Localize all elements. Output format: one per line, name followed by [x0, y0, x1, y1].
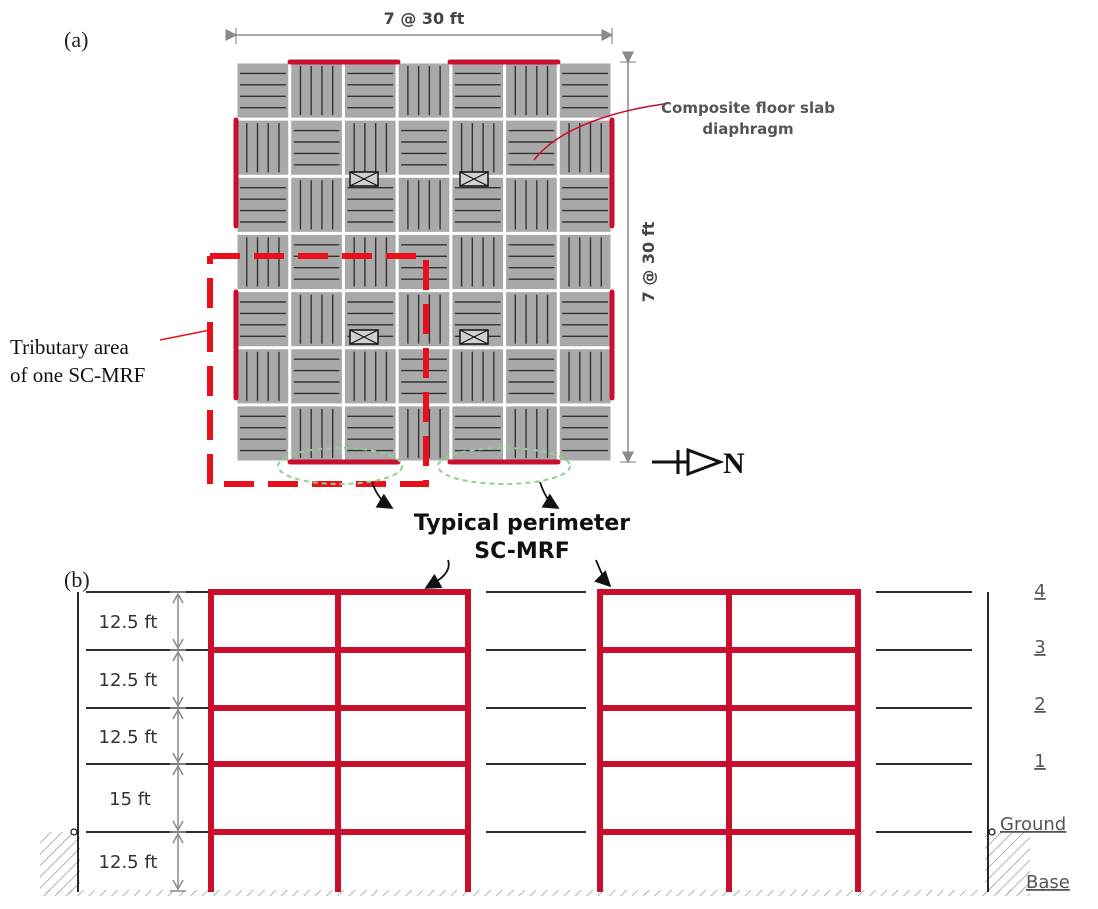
frame-highlight-ellipse	[437, 447, 571, 485]
story-height-label: 12.5 ft	[99, 612, 158, 633]
north-label: N	[723, 447, 745, 480]
gravity-frame	[77, 591, 989, 892]
story-height-label: 12.5 ft	[99, 852, 158, 873]
story-height-label: 12.5 ft	[99, 670, 158, 691]
plan-deck-lines	[240, 66, 608, 458]
pin-support-icon	[988, 828, 996, 836]
perimeter-callout: Typical perimeter SC-MRF	[371, 481, 630, 589]
level-label-4: 4	[1034, 581, 1045, 602]
horizontal-dimension: 7 @ 30 ft	[225, 9, 614, 44]
story-dimension	[170, 591, 186, 892]
level-label-3: 3	[1034, 637, 1045, 658]
floor-opening	[349, 171, 379, 187]
slab-callout-line1: Composite floor slab	[661, 99, 835, 117]
level-label-ground: Ground	[1000, 814, 1066, 835]
floor-opening	[349, 329, 379, 345]
panel-a-label: (a)	[64, 27, 88, 52]
tributary-label-line1: Tributary area	[10, 335, 129, 359]
perimeter-callout-line2: SC-MRF	[474, 539, 570, 564]
floor-opening	[459, 171, 489, 187]
horizontal-dimension-label: 7 @ 30 ft	[384, 9, 465, 28]
perimeter-callout-line1: Typical perimeter	[414, 511, 630, 536]
slab-callout-line2: diaphragm	[702, 120, 793, 138]
tributary-label-line2: of one SC-MRF	[10, 363, 145, 387]
vertical-dimension: 7 @ 30 ft	[620, 51, 658, 464]
level-label-2: 2	[1034, 694, 1045, 715]
level-label-1: 1	[1034, 751, 1045, 772]
vertical-dimension-label: 7 @ 30 ft	[639, 221, 658, 302]
slab-callout: Composite floor slab diaphragm	[533, 99, 835, 161]
floor-opening	[459, 329, 489, 345]
frame-highlight-ellipse	[277, 447, 403, 485]
story-height-label: 15 ft	[109, 789, 151, 810]
panel-b-label: (b)	[64, 567, 90, 592]
level-label-base: Base	[1026, 872, 1070, 893]
north-arrow-icon: N	[652, 447, 745, 480]
tributary-area-outline: Tributary area of one SC-MRF	[10, 253, 429, 487]
plan-perimeter-frames	[233, 59, 615, 465]
pin-support-icon	[70, 828, 78, 836]
story-height-label: 12.5 ft	[99, 727, 158, 748]
elevation-sc-mrf-right	[597, 589, 861, 892]
elevation-sc-mrf-left	[208, 589, 471, 892]
